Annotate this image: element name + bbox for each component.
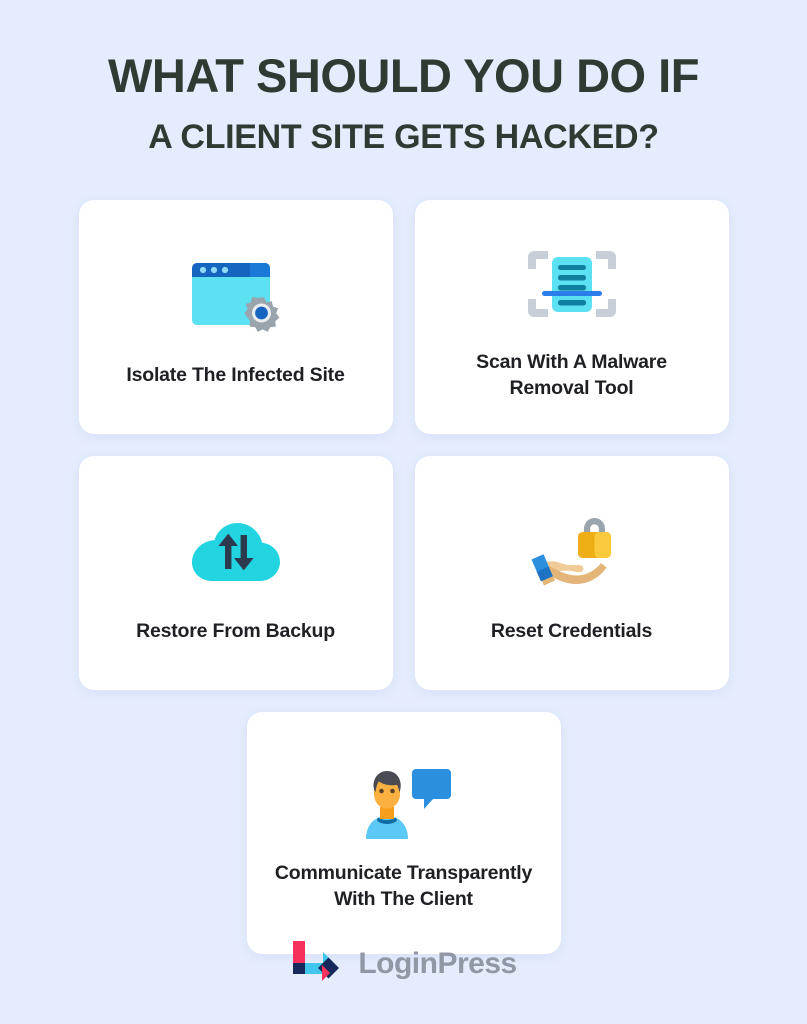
card-restore-from-backup: Restore From Backup <box>78 455 393 690</box>
document-scan-icon <box>526 232 618 336</box>
person-speech-bubble-icon <box>354 753 454 851</box>
loginpress-logo-text: LoginPress <box>358 946 517 980</box>
card-reset-credentials: Reset Credentials <box>414 455 729 690</box>
card-label: Restore From Backup <box>136 619 335 642</box>
footer-branding: LoginPress <box>0 939 807 988</box>
card-communicate-transparently: Communicate Transparently With The Clien… <box>246 711 561 954</box>
card-label: Isolate The Infected Site <box>126 363 345 386</box>
browser-window-gear-icon <box>188 245 284 349</box>
card-isolate-infected-site: Isolate The Infected Site <box>78 199 393 434</box>
heading-line-2: A CLIENT SITE GETS HACKED? <box>148 117 659 156</box>
card-scan-malware-removal-tool: Scan With A Malware Removal Tool <box>414 199 729 434</box>
loginpress-logo-mark <box>290 939 344 988</box>
card-label: Communicate Transparently With The Clien… <box>274 861 533 910</box>
cloud-sync-arrows-icon <box>188 501 284 605</box>
heading-line-1: WHAT SHOULD YOU DO IF <box>108 49 699 102</box>
card-label: Scan With A Malware Removal Tool <box>476 350 667 399</box>
page-title: WHAT SHOULD YOU DO IF A CLIENT SITE GETS… <box>0 0 807 156</box>
card-label: Reset Credentials <box>490 619 653 642</box>
hand-holding-padlock-icon <box>522 501 622 605</box>
card-grid: Isolate The Infected Site <box>78 199 729 954</box>
